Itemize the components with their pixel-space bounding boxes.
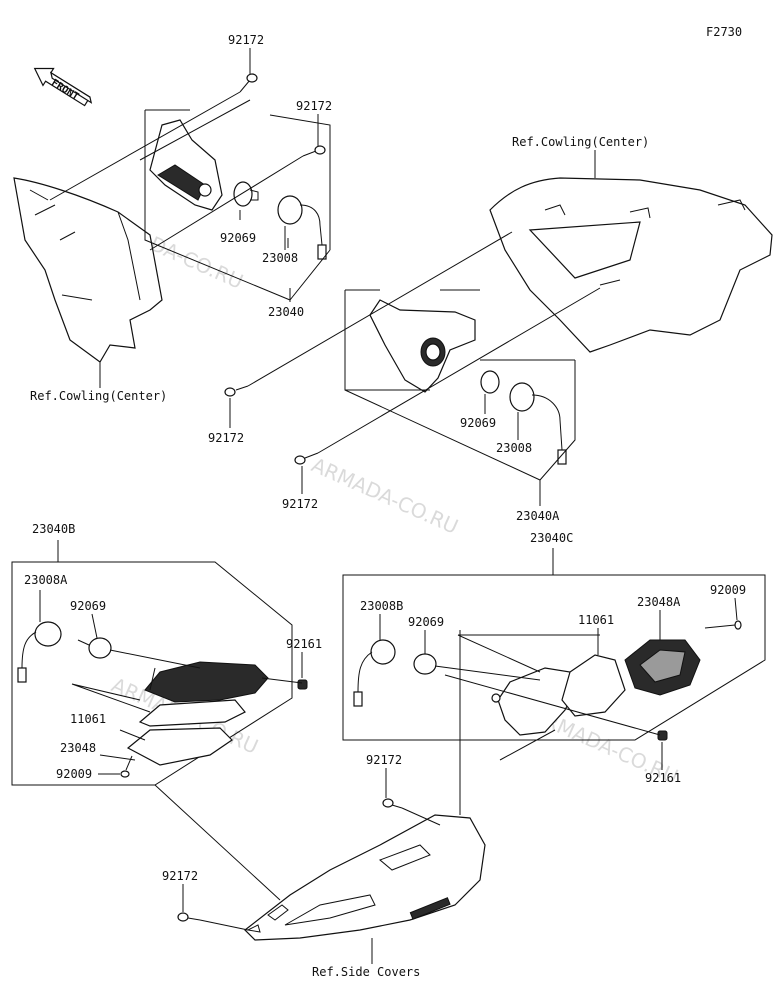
screw-92172-d [294,452,319,465]
group-23040B: 23040B 23008A 92069 92161 11061 23048 92… [11,522,322,786]
label-23008B: 23008B [360,599,403,613]
label-92009-a: 92009 [56,767,92,781]
label-92172-e: 92172 [366,753,402,767]
label-23008-b: 23008 [496,441,532,455]
screw-92172-b [302,145,326,157]
label-ref-cowling-right: Ref.Cowling(Center) [512,135,649,149]
label-11061-b: 11061 [578,613,614,627]
label-92069-c: 92069 [70,599,106,613]
label-23008-a: 23008 [262,251,298,265]
group-side-covers: 92172 92172 Ref.Side Covers [154,630,556,979]
diagram-code: F2730 [706,25,742,39]
screw-92172-a [239,73,258,93]
label-ref-cowling-left: Ref.Cowling(Center) [30,389,167,403]
lens-11061-b [561,654,626,717]
bulb-92069-a [233,181,253,207]
cowling-center-right [489,177,773,353]
socket-23008 [277,195,303,225]
screw-92009-a [120,755,133,778]
label-23040B: 23040B [32,522,75,536]
socket-23008-b [509,382,535,412]
label-92172-d: 92172 [282,497,318,511]
cowling-center-left [13,177,163,363]
label-92069-b: 92069 [460,416,496,430]
label-92172-f: 92172 [162,869,198,883]
bulb-92069-b [480,370,500,394]
lens-23048 [126,727,233,766]
housing-23040B [144,661,269,703]
label-92009-b: 92009 [710,583,746,597]
label-92172-a: 92172 [228,33,264,47]
label-23040A: 23040A [516,509,560,523]
bulb-92069-c [88,637,112,659]
screw-92172-c [224,385,249,397]
label-23048A: 23048A [637,595,681,609]
label-92069-a: 92069 [220,231,256,245]
bracket-23040 [149,119,223,211]
front-arrow: FRONT [33,67,93,107]
watermark-3: ARMADA-CO.RU [308,453,462,539]
label-23040C: 23040C [530,531,573,545]
group-23040C: 23040C 23008B 92069 11061 23048A 92009 9… [342,531,766,785]
label-92172-b: 92172 [296,99,332,113]
bulb-92069-d [413,653,437,675]
screw-92172-e [382,798,403,809]
label-92161-b: 92161 [645,771,681,785]
grommet-92161-a [297,679,308,690]
label-ref-side-covers: Ref.Side Covers [312,965,420,979]
label-23040: 23040 [268,305,304,319]
group-23040A: Ref.Cowling(Center) 92172 92069 23008 92… [208,135,773,523]
label-92069-d: 92069 [408,615,444,629]
label-92172-c: 92172 [208,431,244,445]
side-cover [244,814,486,941]
label-92161-a: 92161 [286,637,322,651]
socket-23008A [34,621,62,647]
label-23048: 23048 [60,741,96,755]
socket-23008B [370,639,396,665]
lens-11061-a [138,699,246,727]
label-23008A: 23008A [24,573,68,587]
screw-92172-f [177,912,201,922]
label-11061-a: 11061 [70,712,106,726]
group-23040: 92172 92172 92069 23008 23040 Ref.Cowlin… [13,33,332,403]
screw-92009-b [704,620,742,630]
grommet-92161-b [657,730,668,741]
